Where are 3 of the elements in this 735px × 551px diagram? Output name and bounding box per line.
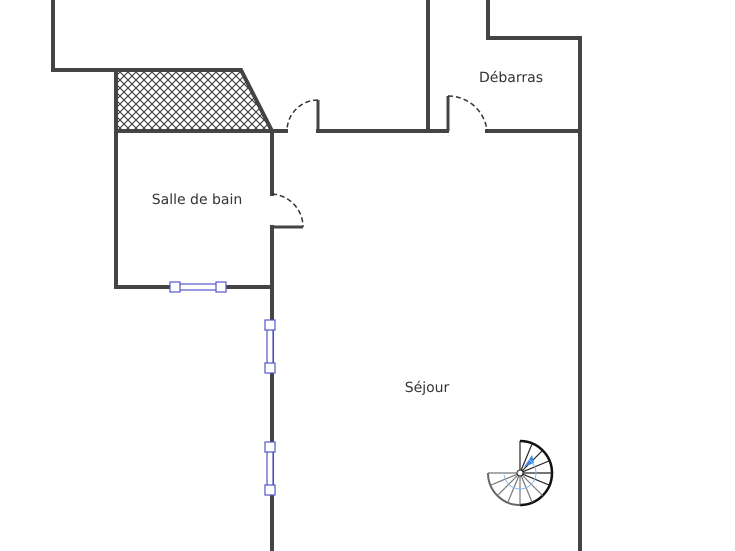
room-label: Débarras [479, 70, 543, 86]
room-label: Salle de bain [152, 192, 242, 208]
room-label: Séjour [404, 380, 450, 396]
